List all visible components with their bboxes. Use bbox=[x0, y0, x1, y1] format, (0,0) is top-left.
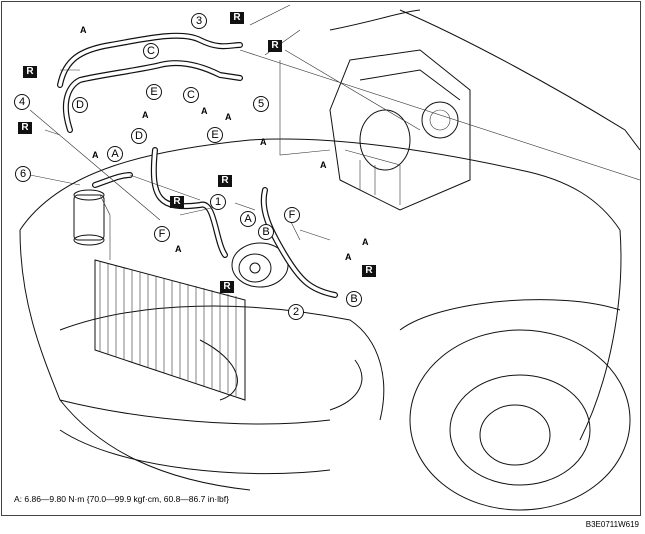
torque-mark-a: A bbox=[92, 150, 99, 160]
refrigerant-lines bbox=[57, 32, 338, 298]
condenser bbox=[94, 259, 246, 401]
callout-e: E bbox=[146, 84, 162, 100]
callout-f: F bbox=[154, 226, 170, 242]
part-number-6: 6 bbox=[15, 166, 31, 182]
receiver-drier bbox=[73, 189, 105, 246]
torque-mark-a: A bbox=[80, 25, 87, 35]
torque-mark-a: A bbox=[260, 137, 267, 147]
torque-mark-a: A bbox=[345, 252, 352, 262]
diagram-frame bbox=[1, 1, 641, 516]
torque-mark-a: A bbox=[362, 237, 369, 247]
callout-a: A bbox=[107, 146, 123, 162]
replace-o-ring-mark: R bbox=[362, 265, 376, 277]
torque-mark-a: A bbox=[175, 244, 182, 254]
replace-o-ring-mark: R bbox=[268, 40, 282, 52]
callout-c: C bbox=[143, 43, 159, 59]
callout-b: B bbox=[346, 291, 362, 307]
torque-mark-a: A bbox=[201, 106, 208, 116]
callout-d: D bbox=[131, 128, 147, 144]
replace-o-ring-mark: R bbox=[230, 12, 244, 24]
callout-b: B bbox=[258, 224, 274, 240]
torque-mark-a: A bbox=[225, 112, 232, 122]
part-number-5: 5 bbox=[253, 96, 269, 112]
replace-o-ring-mark: R bbox=[218, 175, 232, 187]
part-number-1: 1 bbox=[210, 194, 226, 210]
part-number-2: 2 bbox=[288, 304, 304, 320]
leader-lines bbox=[29, 4, 641, 241]
callout-c: C bbox=[183, 87, 199, 103]
callout-a: A bbox=[240, 211, 256, 227]
replace-o-ring-mark: R bbox=[23, 66, 37, 78]
callout-e: E bbox=[207, 127, 223, 143]
part-number-3: 3 bbox=[191, 13, 207, 29]
torque-mark-a: A bbox=[142, 110, 149, 120]
heater-unit bbox=[329, 49, 471, 211]
callout-f: F bbox=[284, 207, 300, 223]
vehicle-outline bbox=[19, 9, 641, 511]
torque-mark-a: A bbox=[320, 160, 327, 170]
replace-o-ring-mark: R bbox=[18, 122, 32, 134]
part-number-4: 4 bbox=[14, 94, 30, 110]
figure-code: B3E0711W619 bbox=[585, 520, 639, 529]
replace-o-ring-mark: R bbox=[170, 196, 184, 208]
callout-d: D bbox=[72, 97, 88, 113]
torque-specification-note: A: 6.86—9.80 N·m {70.0—99.9 kgf·cm, 60.8… bbox=[14, 494, 229, 504]
replace-o-ring-mark: R bbox=[220, 281, 234, 293]
